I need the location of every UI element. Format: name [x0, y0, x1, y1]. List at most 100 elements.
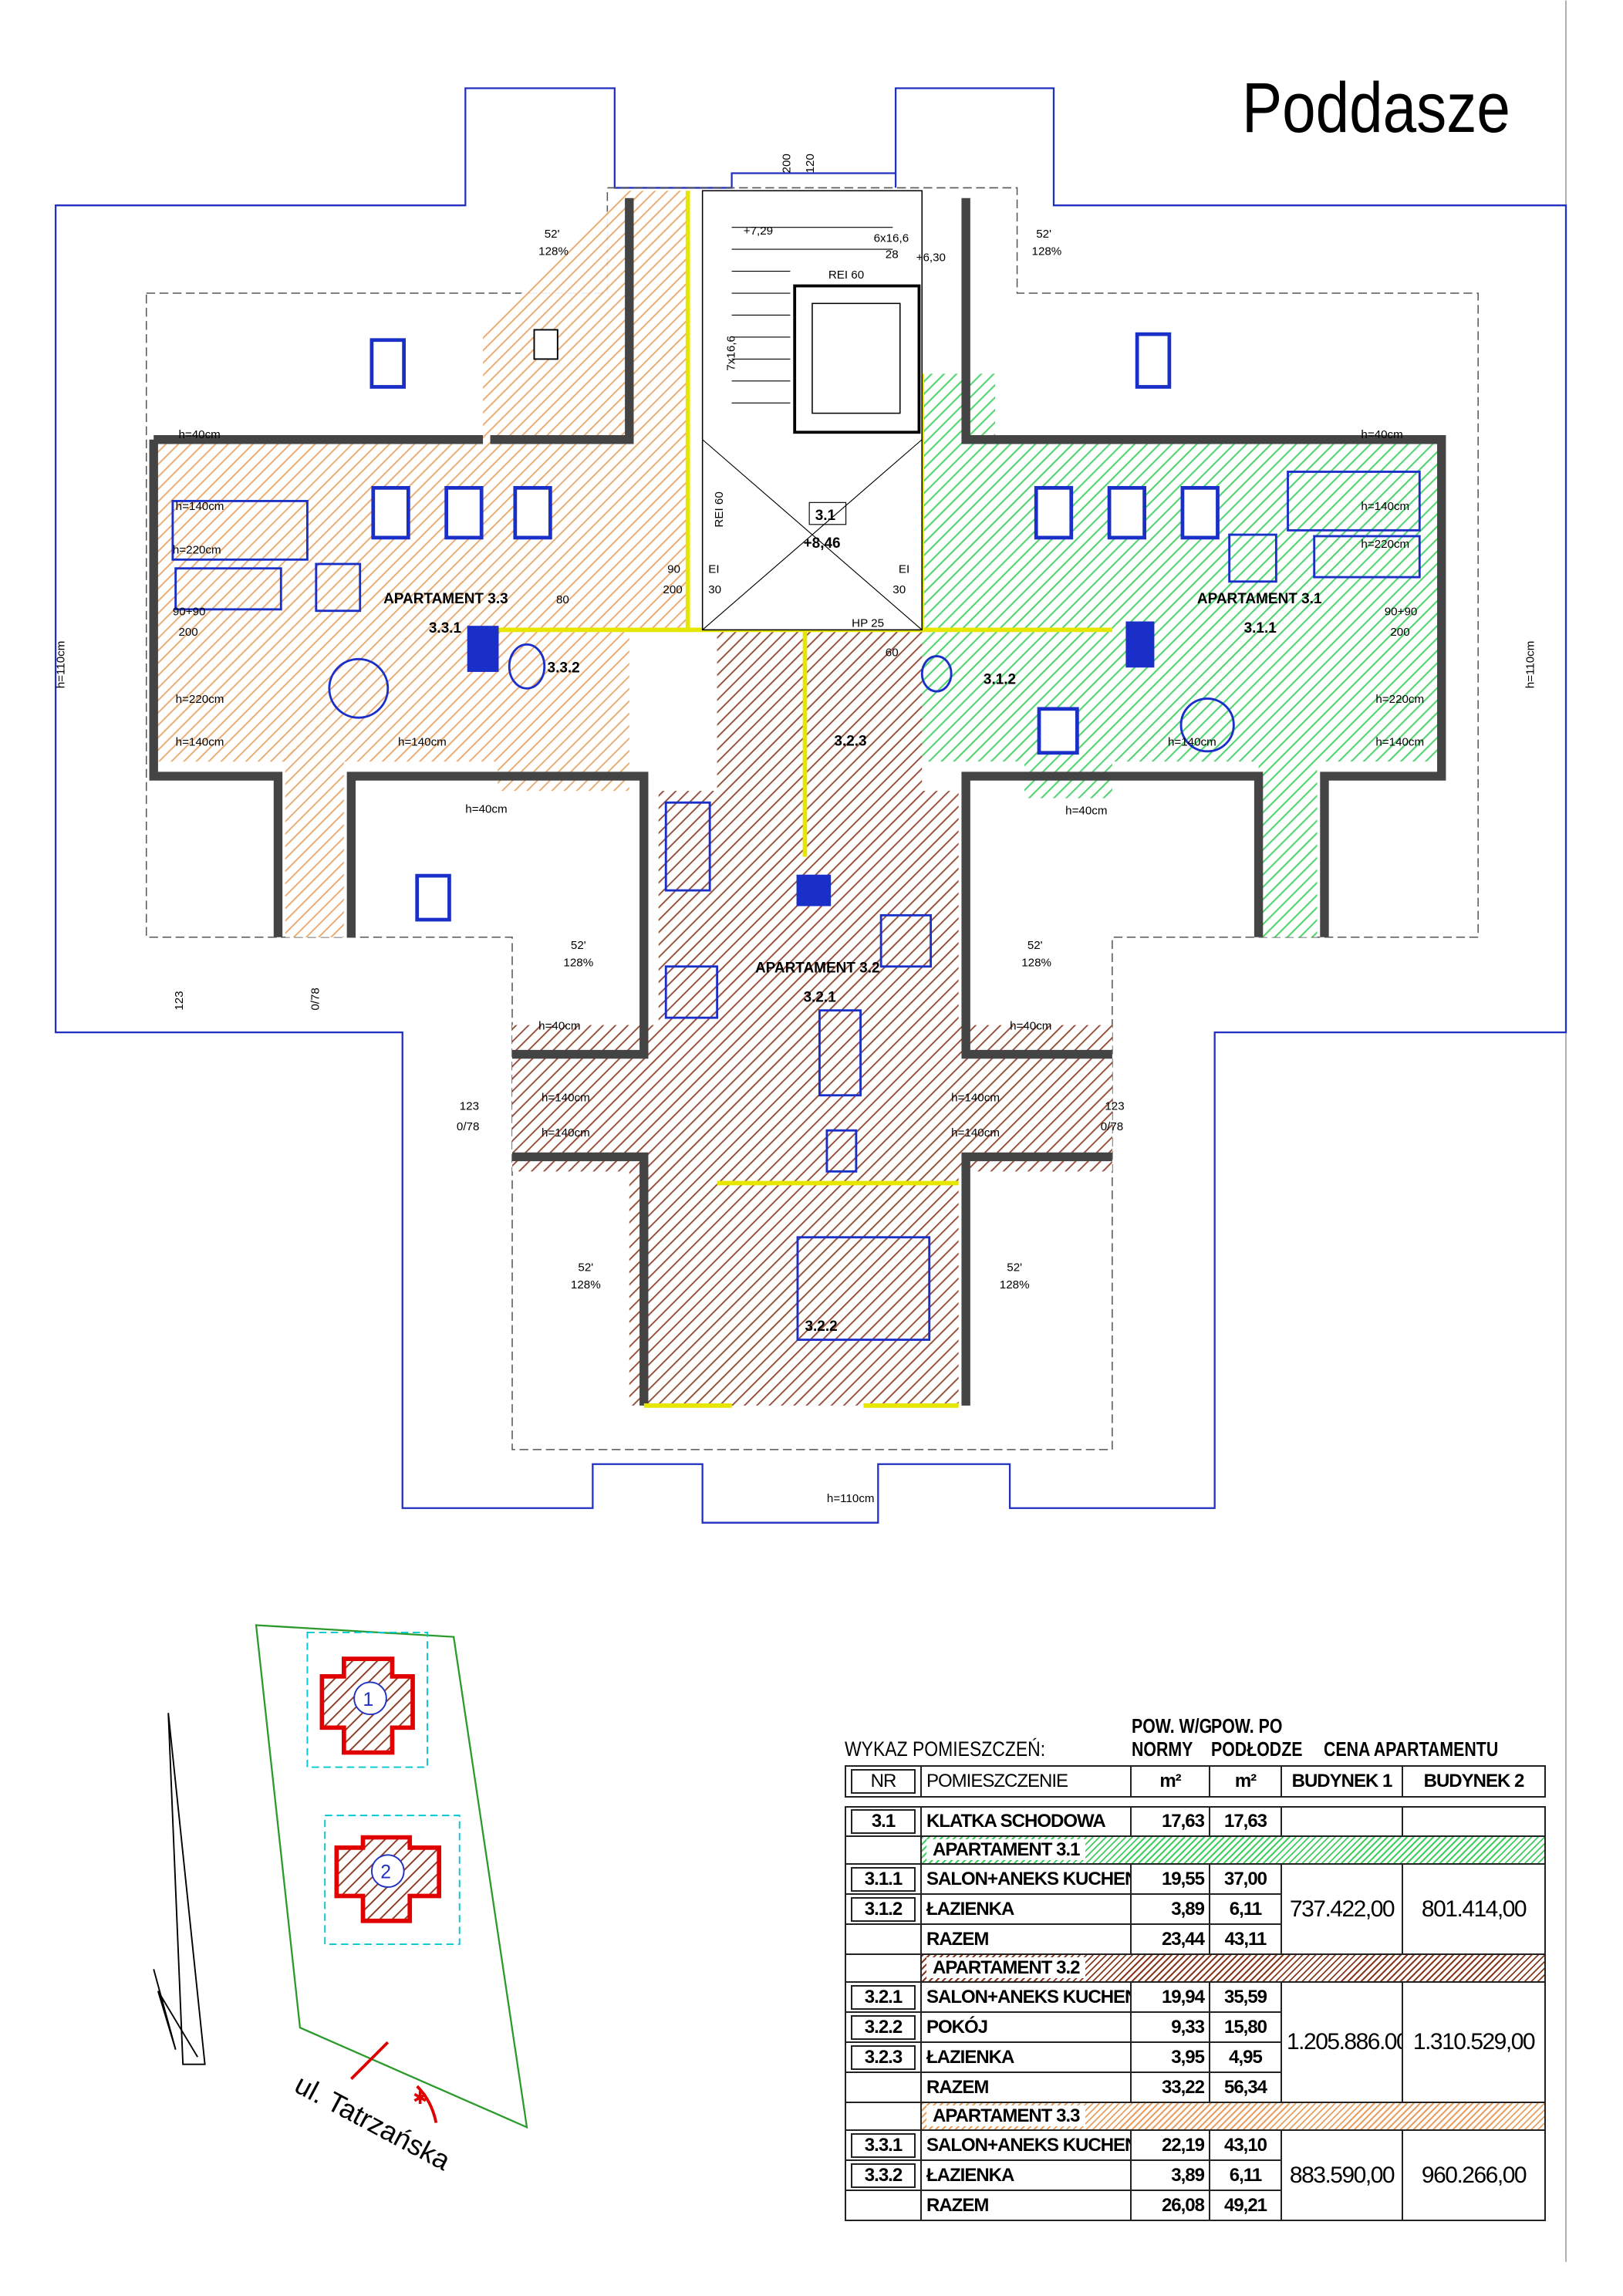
room-nr: 3.1	[851, 1809, 916, 1834]
table-cell: 3.1.2	[851, 1896, 916, 1922]
table-cell: ŁAZIENKA	[920, 2159, 1132, 2191]
table-cell: 3.2.1	[851, 1984, 916, 2010]
table-cell: 3,89	[1130, 1893, 1210, 1925]
roof-slope: 52'	[1036, 228, 1051, 241]
dimension: h=140cm	[1168, 735, 1216, 748]
dimension: h=40cm	[1361, 428, 1402, 441]
table-cell: 23,44	[1130, 1923, 1210, 1955]
table-cell: 3.2.3	[851, 2044, 916, 2070]
dimension: h=40cm	[538, 1019, 580, 1032]
price-budynek-2: 1.310.529,00	[1402, 1981, 1546, 2103]
table-cell: 3.3.2	[851, 2163, 916, 2188]
header-nr: NR	[851, 1769, 916, 1794]
dimension: 123	[173, 991, 186, 1010]
stair-spec: 28	[886, 248, 899, 261]
roof-windows	[369, 329, 1220, 922]
room-number: 3.2.1	[804, 989, 837, 1005]
table-cell: 3.3.1	[851, 2132, 916, 2158]
dimension: h=220cm	[1375, 693, 1424, 706]
level-mark: +6,30	[916, 251, 946, 264]
table-cell: 3.2.2	[851, 2014, 916, 2040]
stair-spec: 7x16,6	[724, 336, 737, 371]
table-cell: POKÓJ	[920, 2011, 1132, 2043]
table-cell: 19,55	[1130, 1863, 1210, 1895]
building-number: 1	[363, 1690, 374, 1710]
dimension: h=220cm	[176, 693, 224, 706]
area-podloga: 17,63	[1209, 1806, 1282, 1837]
dimension: h=110cm	[1523, 641, 1537, 689]
col-cena: CENA APARTAMENTU	[1324, 1737, 1499, 1761]
roof-slope: 52'	[578, 1261, 593, 1274]
roof-slope: 52'	[545, 228, 560, 241]
fire-rating: REI 60	[713, 491, 726, 527]
fire-rating: EI	[708, 562, 719, 576]
col-podloga-line2: PODŁODZE	[1211, 1737, 1303, 1761]
stair-spec: 6x16,6	[874, 232, 909, 245]
table-cell: 4,95	[1209, 2041, 1282, 2073]
door-height: 200	[178, 626, 197, 639]
table-header-row: NR POMIESZCZENIE m² m² BUDYNEK 1 BUDYNEK…	[845, 1765, 1546, 1798]
roof-slope: 128%	[1032, 245, 1062, 258]
dimension: h=140cm	[1361, 500, 1409, 513]
roof-slope: 128%	[538, 245, 569, 258]
dimension: h=140cm	[1375, 735, 1424, 748]
table-cell: 37,00	[1209, 1863, 1282, 1895]
price-budynek-1: 737.422,00	[1281, 1863, 1403, 1955]
table-cell: APARTAMENT 3.1	[926, 1839, 1086, 1860]
table-cell: APARTAMENT 3.2	[926, 1957, 1086, 1978]
table-cell: 43,11	[1209, 1923, 1282, 1955]
price-budynek-2: 960.266,00	[1402, 2129, 1546, 2221]
dimension: h=140cm	[542, 1091, 590, 1104]
dimension: h=110cm	[54, 641, 67, 689]
apartment-band-3-1: APARTAMENT 3.1	[920, 1835, 1546, 1865]
dimension: 60	[886, 647, 899, 660]
table-cell: 9,33	[1130, 2011, 1210, 2043]
door-width: 90+90	[173, 605, 206, 618]
room-number: 3.2.3	[834, 733, 866, 749]
fire-rating: EI	[899, 562, 909, 576]
table-cell: 56,34	[1209, 2071, 1282, 2103]
apartment-3-1-area	[922, 373, 1442, 937]
page-title: Poddasze	[1242, 69, 1510, 147]
dimension: 120	[804, 154, 817, 173]
roof-slope: 52'	[571, 939, 586, 952]
table-cell: 49,21	[1209, 2190, 1282, 2221]
table-cell: 6,11	[1209, 1893, 1282, 1925]
fire-rating: REI 60	[828, 268, 864, 282]
table-cell: RAZEM	[920, 1923, 1132, 1955]
dimension: h=140cm	[951, 1091, 1000, 1104]
apartment-label: APARTAMENT 3.2	[755, 960, 880, 976]
door-height: 200	[1390, 626, 1409, 639]
price-budynek-1: 883.590,00	[1281, 2129, 1403, 2221]
table-heading: WYKAZ POMIESZCZEŃ:	[845, 1737, 1046, 1761]
table-row: 3.1 KLATKA SCHODOWA 17,63 17,63	[845, 1806, 1546, 1837]
dimension: h=220cm	[173, 544, 221, 557]
building-number: 2	[380, 1862, 391, 1883]
north-arrow-icon	[153, 1713, 206, 2065]
dimension: h=140cm	[176, 735, 224, 748]
staircase	[701, 190, 923, 631]
col-normy-line1: POW. W/G	[1132, 1714, 1213, 1737]
apartment-label: APARTAMENT 3.3	[383, 591, 508, 607]
apartment-3-2-area	[512, 630, 1112, 1406]
fire-rating: 30	[892, 583, 906, 596]
roof-slope: 128%	[571, 1278, 601, 1292]
table-cell: 3.1.1	[851, 1866, 916, 1892]
fire-rating: 30	[708, 583, 721, 596]
roof-slope: 128%	[563, 957, 593, 970]
table-cell: 33,22	[1130, 2071, 1210, 2103]
table-cell: 3,89	[1130, 2159, 1210, 2191]
door-width: 80	[556, 593, 569, 606]
dimension: 0/78	[457, 1120, 480, 1133]
price-budynek-2: 801.414,00	[1402, 1863, 1546, 1955]
roof-slope: 52'	[1007, 1261, 1022, 1274]
walls	[149, 198, 1446, 1406]
table-cell: 35,59	[1209, 1981, 1282, 2013]
hatch-label: HP 25	[852, 617, 884, 630]
dimension: h=40cm	[465, 803, 507, 816]
